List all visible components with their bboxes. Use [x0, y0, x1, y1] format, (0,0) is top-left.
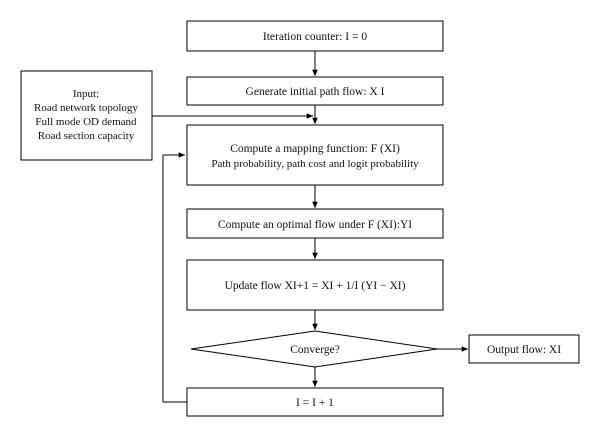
node-increment: I = I + 1 — [186, 387, 444, 417]
node-output-flow: Output flow: XI — [468, 334, 580, 364]
mapping-line-1: Compute a mapping function: F (XI) — [230, 143, 400, 155]
node-update-flow: Update flow XI+1 = XI + 1/I (YI − XI) — [186, 259, 444, 311]
node-iteration-counter: Iteration counter: I = 0 — [186, 20, 444, 52]
initial-flow-label: Generate initial path flow: X I — [246, 86, 385, 98]
edges — [152, 51, 468, 403]
iteration-counter-label: Iteration counter: I = 0 — [263, 31, 367, 43]
converge-label: Converge? — [290, 344, 340, 356]
mapping-line-2: Path probability, path cost and logit pr… — [211, 158, 419, 170]
node-optimal-flow: Compute an optimal flow under F (XI):YI — [186, 208, 444, 239]
input-line-1: Road network topology — [34, 102, 138, 114]
node-mapping-function: Compute a mapping function: F (XI) Path … — [186, 124, 444, 186]
input-line-3: Road section capacity — [38, 130, 135, 142]
input-title: Input: — [73, 88, 99, 100]
increment-label: I = I + 1 — [296, 397, 334, 409]
output-flow-label: Output flow: XI — [487, 344, 561, 356]
edge-loop-back — [162, 152, 187, 403]
input-line-2: Full mode OD demand — [35, 116, 137, 128]
node-initial-flow: Generate initial path flow: X I — [186, 76, 444, 106]
optimal-flow-label: Compute an optimal flow under F (XI):YI — [218, 219, 412, 231]
node-converge: Converge? — [190, 330, 438, 368]
update-flow-label: Update flow XI+1 = XI + 1/I (YI − XI) — [225, 280, 406, 292]
node-input: Input: Road network topology Full mode O… — [20, 70, 153, 161]
